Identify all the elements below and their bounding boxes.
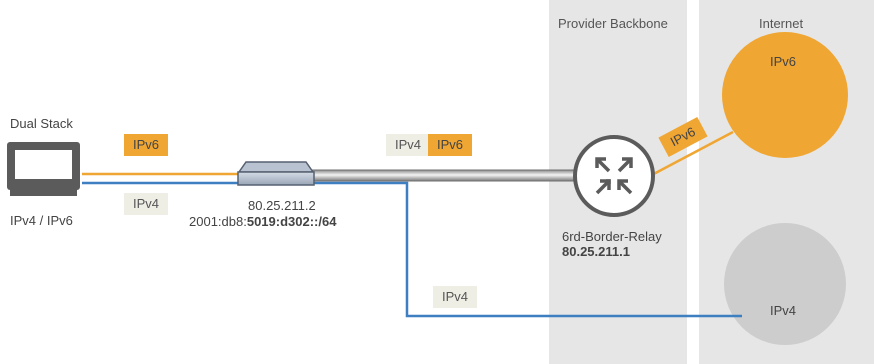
ipv6-cloud-label: IPv6 [770, 54, 797, 69]
ipv4-link-internet [312, 181, 742, 318]
ipv4-cloud [724, 223, 846, 345]
internet-ipv4-path-tag: IPv4 [433, 286, 478, 308]
router-ipv6-prefix-bold: 5019:d302::/64 [246, 214, 337, 229]
border-relay-router-icon [573, 135, 655, 217]
router-device-icon [237, 161, 315, 186]
6rd-tunnel [299, 169, 579, 182]
monitor-icon [7, 142, 80, 196]
tunnel-ipv4-tag: IPv4 [386, 134, 431, 156]
router-ipv6-prefix: 2001:db8:5019:d302::/64 [189, 214, 336, 229]
ipv6-link-relay [647, 130, 734, 179]
tunnel-ipv6-tag: IPv6 [428, 134, 473, 156]
provider-backbone-title: Provider Backbone [558, 16, 668, 31]
router-ipv6-prefix-start: 2001:db8: [189, 214, 247, 229]
relay-ip: 80.25.211.1 [562, 244, 630, 259]
ipv6-cloud [722, 32, 848, 158]
client-ipv6-tag: IPv6 [124, 134, 169, 156]
internet-title: Internet [759, 16, 804, 31]
router-ipv4-address: 80.25.211.2 [248, 198, 316, 213]
client-ipv4-tag: IPv4 [124, 193, 169, 215]
relay-name: 6rd-Border-Relay [562, 229, 662, 244]
ipv4-cloud-label: IPv4 [770, 303, 797, 318]
client-title: Dual Stack [10, 116, 73, 131]
client-subtitle: IPv4 / IPv6 [10, 213, 73, 228]
